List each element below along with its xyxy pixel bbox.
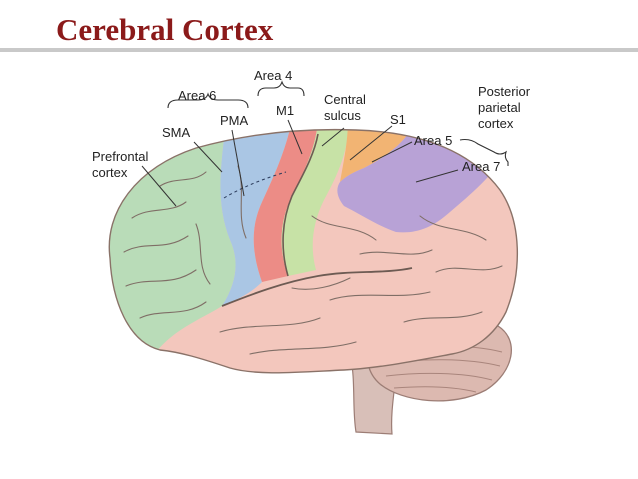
slide-title: Cerebral Cortex xyxy=(56,12,274,47)
area5-label: Area 5 xyxy=(414,133,452,148)
area4-brace xyxy=(257,80,305,97)
central-sulcus-label-line1: Central xyxy=(324,92,366,107)
somatosensory-region xyxy=(281,129,349,276)
pma-label: PMA xyxy=(220,113,249,128)
title-divider xyxy=(0,48,638,52)
posterior-parietal-label-line2: parietal xyxy=(478,100,521,115)
central-sulcus-label-line2: sulcus xyxy=(324,108,361,123)
cerebrum-edge xyxy=(108,128,518,374)
area5-region xyxy=(340,129,416,182)
prefrontal-label-line2: cortex xyxy=(92,165,128,180)
area6-brace xyxy=(167,92,249,109)
central-sulcus-line xyxy=(282,133,319,277)
lateral-sulcus xyxy=(221,267,413,307)
m1-label: M1 xyxy=(276,103,294,118)
cortex-folds xyxy=(123,165,503,355)
primary-motor-region xyxy=(253,129,318,282)
sma-label: SMA xyxy=(162,125,191,140)
sma-pma-boundary xyxy=(223,171,287,199)
area4-label: Area 4 xyxy=(254,68,292,83)
s1-label: S1 xyxy=(390,112,406,127)
area7-label: Area 7 xyxy=(462,159,500,174)
posterior-parietal-label-line1: Posterior xyxy=(478,84,531,99)
prefrontal-label-line1: Prefrontal xyxy=(92,149,148,164)
area6-label: Area 6 xyxy=(178,88,216,103)
posterior-parietal-label-line3: cortex xyxy=(478,116,514,131)
posterior-parietal-brace xyxy=(459,138,509,166)
leader-lines xyxy=(141,119,459,207)
